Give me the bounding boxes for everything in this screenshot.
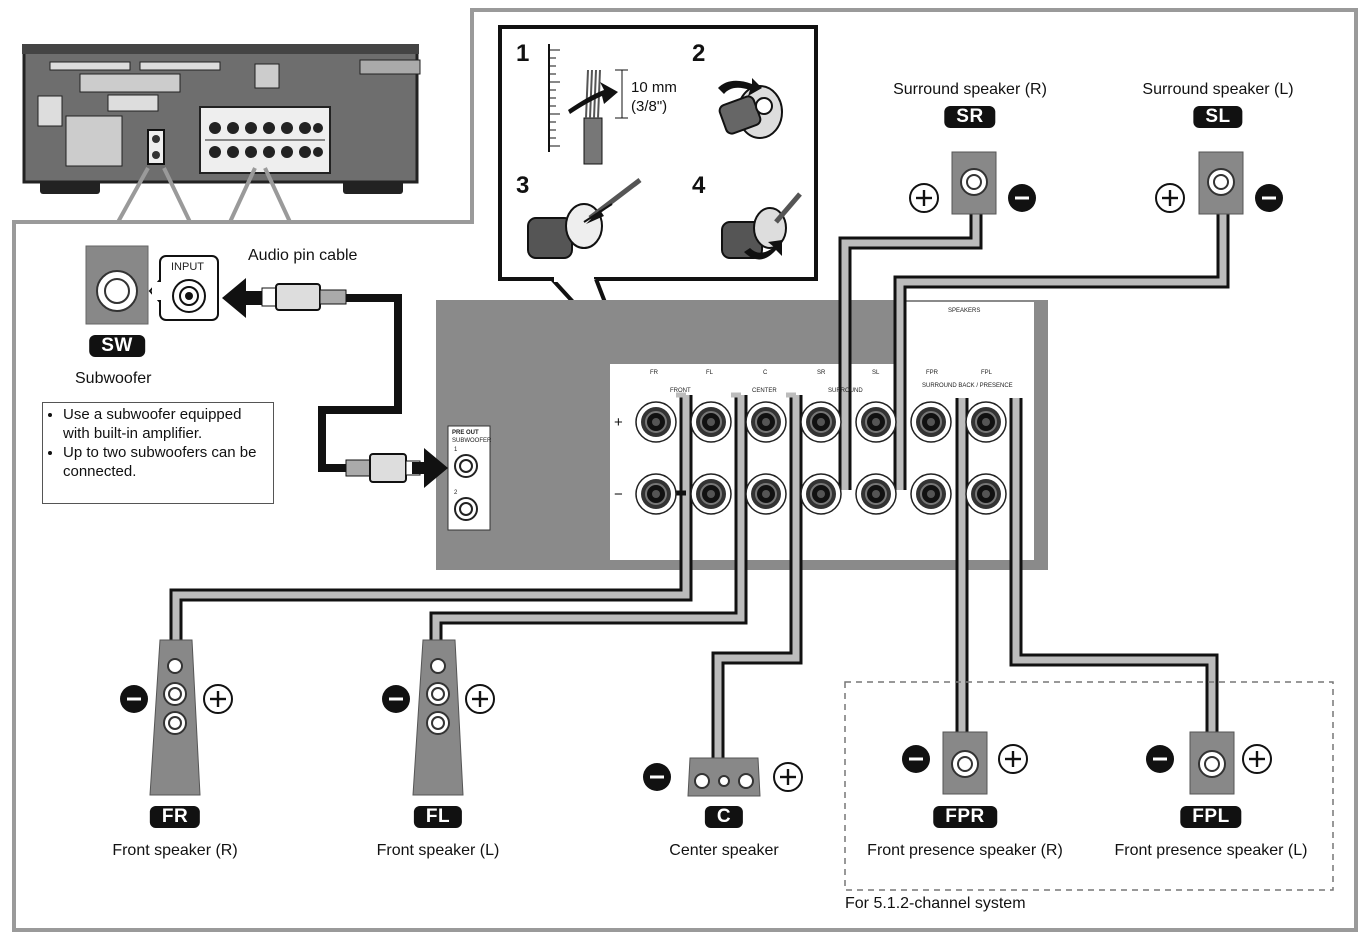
audio-pin-cable-label: Audio pin cable [248,247,358,264]
tag-sr: SR [817,370,826,376]
surround-l-badge: SL [1193,106,1243,128]
step-1-number: 1 [516,40,530,67]
receiver-rear-view [22,44,421,194]
front-r-badge: FR [149,806,201,828]
strip-length-mm: 10 mm [631,79,677,96]
outer-frame [12,8,1358,932]
front-l-badge: FL [413,806,463,828]
surround-speaker-r [908,151,1038,215]
speaker-cables [169,210,1230,760]
step-2-number: 2 [692,40,706,67]
fp-l-label: Front presence speaker (L) [1114,842,1308,859]
step-4-number: 4 [692,172,706,199]
arrow-to-preout [424,448,448,488]
center-speaker [641,757,804,797]
front-speaker-l [380,639,496,796]
front-l-label: Front speaker (L) [376,842,500,859]
input-label: INPUT [171,261,204,273]
surround-speaker-l [1154,151,1285,215]
subwoofer-badge: SW [89,335,145,357]
step-3-number: 3 [516,172,530,199]
subwoofer-label: Subwoofer [75,370,152,387]
panel-plus-sign: + [614,414,623,431]
center-label: Center speaker [669,842,779,859]
arrow-to-subwoofer [222,278,246,318]
surround-r-label: Surround speaker (R) [893,81,1047,98]
front-r-label: Front speaker (R) [112,842,238,859]
group-front-label: FRONT [670,388,691,394]
fp-r-badge: FPR [933,806,997,828]
group-surround-label: SURROUND [828,388,863,394]
tag-fpr: FPR [926,370,938,376]
fp-r-label: Front presence speaker (R) [867,842,1063,859]
preout-sub-label: SUBWOOFER [452,438,492,444]
front-speaker-r [118,639,234,796]
group-fp-label: SURROUND BACK / PRESENCE [922,383,1013,389]
tag-c: C [763,370,768,376]
rca-plug-top [261,283,347,311]
tag-sl: SL [872,370,880,376]
fp-group-box [844,681,1334,891]
preout-jack2: 2 [454,490,458,496]
surround-l-label: Surround speaker (L) [1142,81,1294,98]
front-presence-speaker-r [900,731,1029,795]
rca-plug-bottom [345,453,421,483]
step4-terminal [721,192,802,260]
front-presence-speaker-l [1144,731,1273,795]
step2-terminal [718,78,783,139]
speakers-header: SPEAKERS [948,308,981,314]
fp-l-badge: FPL [1180,806,1242,828]
preout-jack1: 1 [454,447,458,453]
preout-label: PRE OUT [452,430,479,436]
center-badge: C [704,806,744,828]
surround-r-badge: SR [944,106,996,128]
tag-fpl: FPL [981,370,993,376]
panel-minus-sign: − [614,486,623,503]
group-center-label: CENTER [752,388,777,394]
step3-terminal [527,178,642,259]
subwoofer-notes: Use a subwoofer equipped with built-in a… [42,402,274,504]
tag-fl: FL [706,370,714,376]
note-item: Up to two subwoofers can be connected. [63,443,267,481]
tag-fr: FR [650,370,658,376]
system-note: For 5.1.2-channel system [845,895,1026,912]
subwoofer-unit [85,245,219,325]
note-item: Use a subwoofer equipped with built-in a… [63,405,267,443]
strip-length-inch: (3/8") [631,98,668,115]
